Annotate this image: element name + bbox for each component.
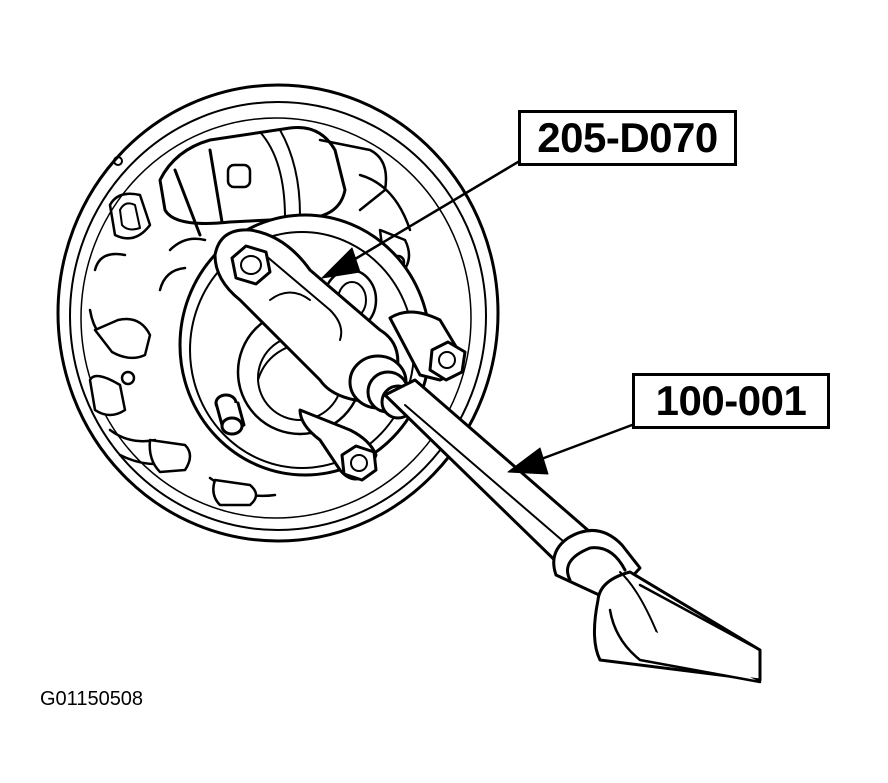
callout-label-100-001: 100-001 bbox=[632, 373, 830, 429]
leader-100-001 bbox=[507, 423, 634, 475]
leader-205-d070 bbox=[321, 160, 520, 279]
wheel-studs bbox=[214, 393, 246, 436]
slide-hammer-100-001 bbox=[383, 378, 762, 684]
figure-id: G01150508 bbox=[40, 688, 144, 710]
callout-label-205-d070: 205-D070 bbox=[518, 110, 737, 166]
wheel-cylinder bbox=[113, 125, 388, 237]
